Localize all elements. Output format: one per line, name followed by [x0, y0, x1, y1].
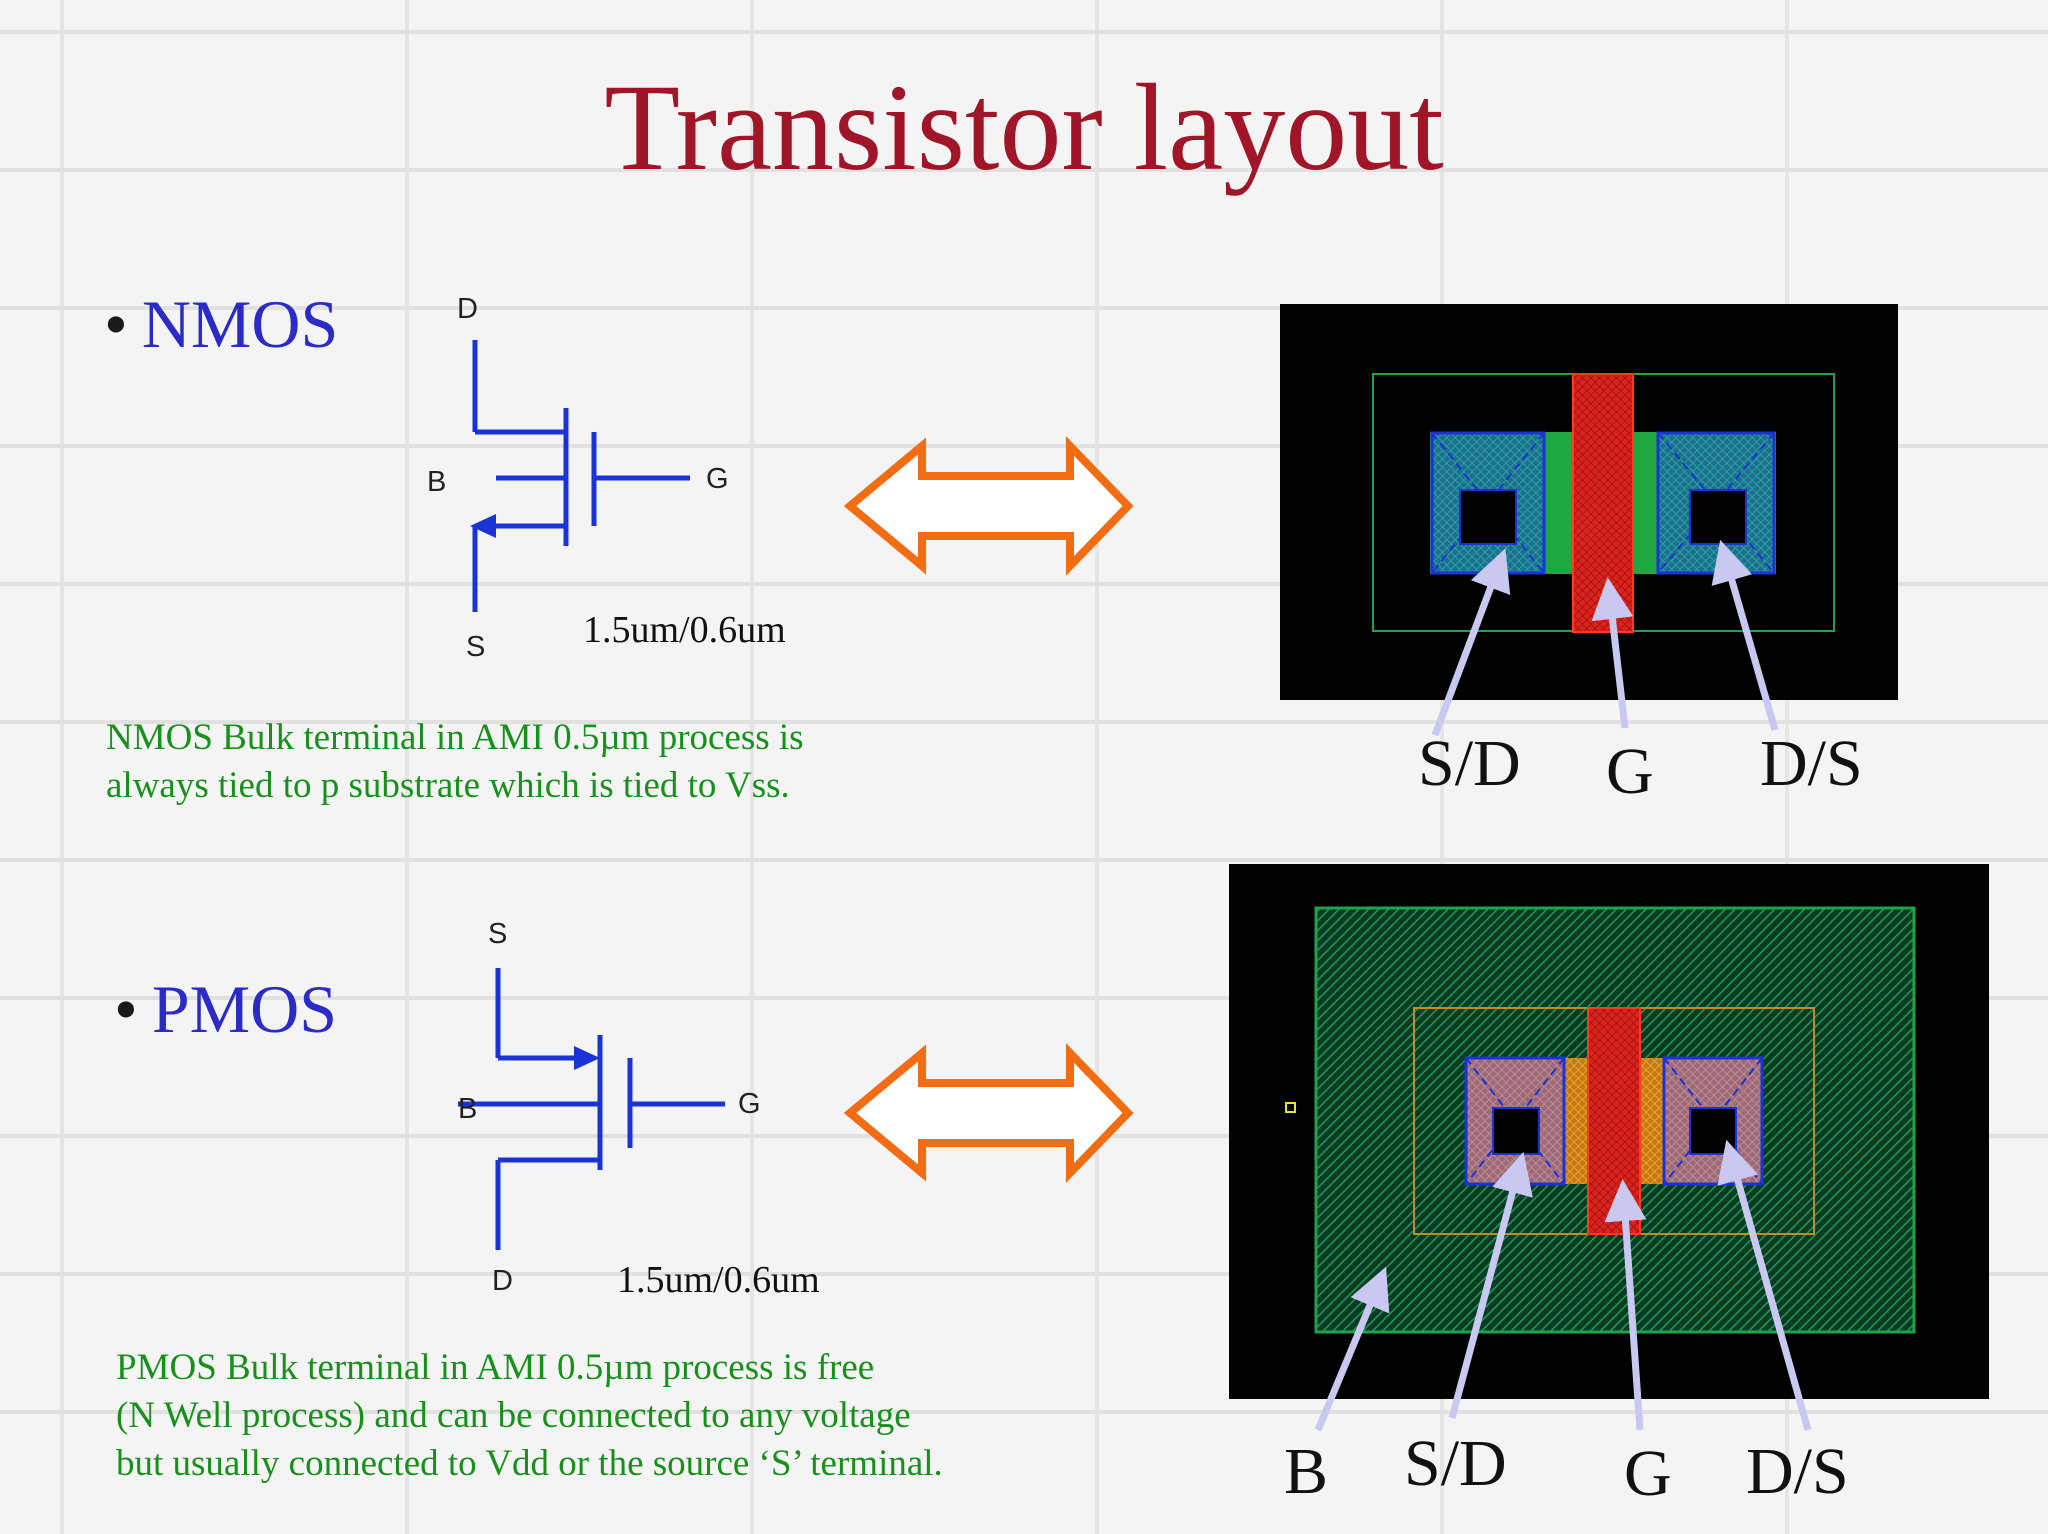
pmos-terminal-s: S: [488, 918, 507, 950]
pmos-terminal-g: G: [738, 1088, 761, 1120]
nmos-bullet: •NMOS: [104, 290, 338, 358]
pmos-label-ds: D/S: [1746, 1435, 1849, 1508]
pmos-size-label: 1.5um/0.6um: [617, 1259, 820, 1301]
slide-title: Transistor layout: [604, 59, 1444, 196]
pmos-double-arrow-icon: [843, 1043, 1134, 1183]
nmos-terminal-s: S: [466, 631, 485, 663]
note-line: (N Well process) and can be connected to…: [116, 1395, 911, 1436]
nmos-size-label: 1.5um/0.6um: [583, 609, 786, 651]
pmos-bullet: •PMOS: [114, 975, 337, 1043]
note-line: but usually connected to Vdd or the sour…: [116, 1443, 943, 1484]
pmos-terminal-d: D: [492, 1265, 513, 1297]
pmos-terminal-b: B: [458, 1093, 477, 1125]
nmos-double-arrow-icon: [843, 436, 1134, 576]
nmos-layout: [1280, 304, 1898, 700]
nmos-terminal-b: B: [427, 466, 446, 498]
nmos-label: NMOS: [141, 286, 339, 362]
nmos-note: NMOS Bulk terminal in AMI 0.5µm process …: [106, 714, 804, 810]
nmos-label-g: G: [1606, 735, 1654, 808]
note-line: PMOS Bulk terminal in AMI 0.5µm process …: [116, 1347, 875, 1388]
nmos-terminal-g: G: [706, 463, 729, 495]
pmos-label-b: B: [1284, 1435, 1328, 1508]
nmos-pointer-arrows: [1431, 539, 1779, 737]
nmos-label-sd: S/D: [1418, 727, 1521, 800]
pmos-label-g: G: [1624, 1437, 1672, 1510]
bullet-dot: •: [114, 971, 138, 1047]
note-line: always tied to p substrate which is tied…: [106, 765, 790, 806]
pmos-symbol: [458, 968, 725, 1250]
bullet-dot: •: [104, 286, 128, 362]
pmos-label: PMOS: [151, 971, 338, 1047]
nmos-label-ds: D/S: [1760, 727, 1863, 800]
pmos-note: PMOS Bulk terminal in AMI 0.5µm process …: [116, 1344, 943, 1488]
pmos-pointer-arrows: [1314, 1139, 1812, 1432]
pmos-layout: [1229, 864, 1989, 1399]
pmos-label-sd: S/D: [1404, 1427, 1507, 1500]
note-line: NMOS Bulk terminal in AMI 0.5µm process …: [106, 717, 804, 758]
nmos-symbol: [470, 340, 690, 612]
nmos-terminal-d: D: [457, 293, 478, 325]
